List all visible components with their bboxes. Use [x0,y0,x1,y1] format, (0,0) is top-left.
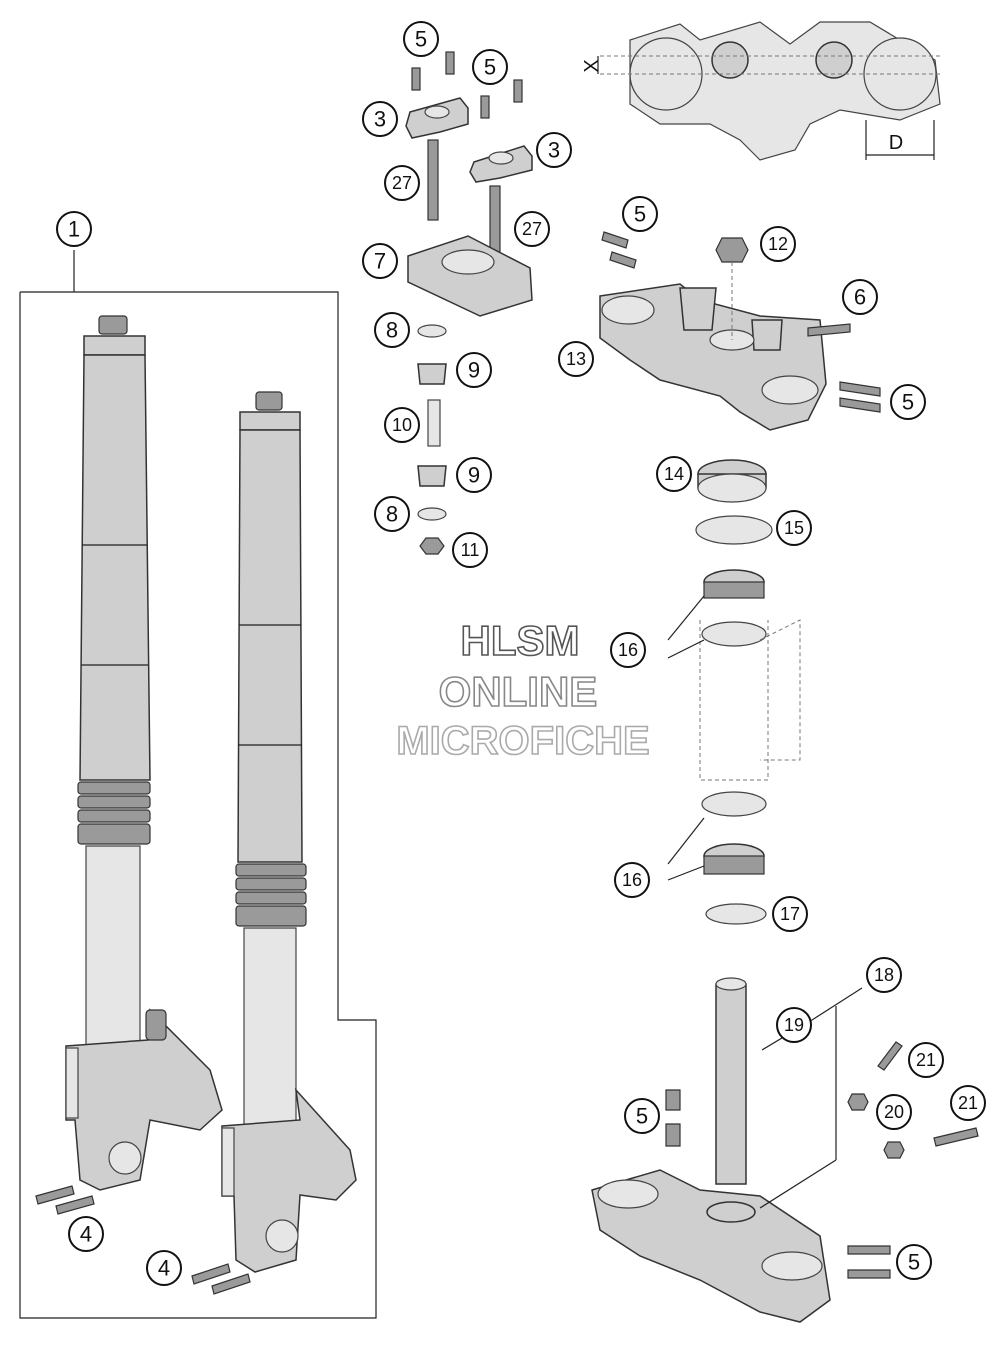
svg-text:3: 3 [548,138,560,163]
fork-group-boundary [19,250,377,1319]
svg-text:11: 11 [461,540,480,560]
triple-clamp-dimension-detail [597,21,941,161]
watermark-line-3: MICROFICHE [396,719,649,763]
callout-15: 15 [776,510,812,546]
svg-text:18: 18 [874,965,894,985]
callout-8-upper: 8 [374,312,410,348]
svg-text:27: 27 [392,173,412,193]
svg-text:5: 5 [636,1104,648,1129]
handlebar-clamp-upper-left [405,97,469,139]
callout-5-stem: 5 [624,1098,660,1134]
callout-4-right: 4 [146,1250,182,1286]
callout-27-left: 27 [384,165,420,201]
svg-text:12: 12 [768,234,788,254]
svg-text:4: 4 [158,1256,170,1281]
svg-text:21: 21 [916,1050,936,1070]
svg-text:1: 1 [68,217,80,242]
callout-17: 17 [772,896,808,932]
svg-text:27: 27 [522,219,542,239]
watermark: HLSM ONLINE MICROFICHE [396,616,651,764]
callout-19: 19 [776,1007,812,1043]
svg-text:16: 16 [622,870,642,890]
svg-text:3: 3 [374,107,386,132]
callout-7: 7 [362,243,398,279]
svg-text:17: 17 [780,904,800,924]
svg-text:16: 16 [618,640,638,660]
svg-text:9: 9 [468,358,480,383]
callout-9-upper: 9 [456,352,492,388]
callout-21-upper: 21 [908,1042,944,1078]
right-fork-leg [221,391,357,1273]
svg-text:15: 15 [784,518,804,538]
callout-21-lower: 21 [950,1085,986,1121]
svg-text:8: 8 [386,318,398,343]
svg-text:4: 4 [80,1222,92,1247]
callout-5-top-left: 5 [403,21,439,57]
callout-5-lower-clamp: 5 [896,1244,932,1280]
svg-text:5: 5 [908,1250,920,1275]
handlebar-clamp-lower [407,235,533,317]
svg-text:5: 5 [902,390,914,415]
fork-bottom-screws-right [191,1263,251,1295]
callout-9-lower: 9 [456,457,492,493]
svg-text:10: 10 [392,415,412,435]
bearing-stack [667,459,801,925]
watermark-line-1: HLSM [461,617,580,664]
callout-5-top-right: 5 [472,49,508,85]
callout-10: 10 [384,407,420,443]
callout-1: 1 [56,211,92,247]
callout-16-lower: 16 [614,862,650,898]
svg-text:9: 9 [468,463,480,488]
svg-text:13: 13 [566,349,586,369]
svg-text:5: 5 [484,55,496,80]
dimension-x-label: X [581,59,603,72]
callout-8-lower: 8 [374,496,410,532]
rubber-bushings [417,324,447,555]
upper-triple-clamp [599,231,881,431]
lower-triple-clamp-with-stem [591,977,979,1323]
fork-bottom-screws-left [35,1185,95,1215]
svg-text:6: 6 [854,285,866,310]
callout-3-left: 3 [362,101,398,137]
callout-5-clamp-right: 5 [890,384,926,420]
callout-3-right: 3 [536,132,572,168]
svg-text:8: 8 [386,502,398,527]
callout-18: 18 [866,957,902,993]
svg-text:7: 7 [374,249,386,274]
svg-text:19: 19 [784,1015,804,1035]
left-fork-leg [65,315,223,1191]
callout-14: 14 [656,456,692,492]
callout-6: 6 [842,279,878,315]
dimension-d-label: D [889,132,903,154]
callout-11: 11 [452,532,488,568]
callout-13: 13 [558,341,594,377]
callout-20: 20 [876,1094,912,1130]
small-bolts-top [411,51,523,119]
svg-text:5: 5 [634,202,646,227]
svg-text:14: 14 [664,464,684,484]
callout-12: 12 [760,226,796,262]
callout-27-right: 27 [514,211,550,247]
callout-5-clamp-top: 5 [622,196,658,232]
callout-16-upper: 16 [610,632,646,668]
watermark-line-2: ONLINE [439,668,598,715]
callout-4-left: 4 [68,1216,104,1252]
svg-text:21: 21 [958,1093,978,1113]
handlebar-clamp-upper-right [469,145,533,183]
svg-text:20: 20 [884,1102,904,1122]
svg-text:5: 5 [415,27,427,52]
